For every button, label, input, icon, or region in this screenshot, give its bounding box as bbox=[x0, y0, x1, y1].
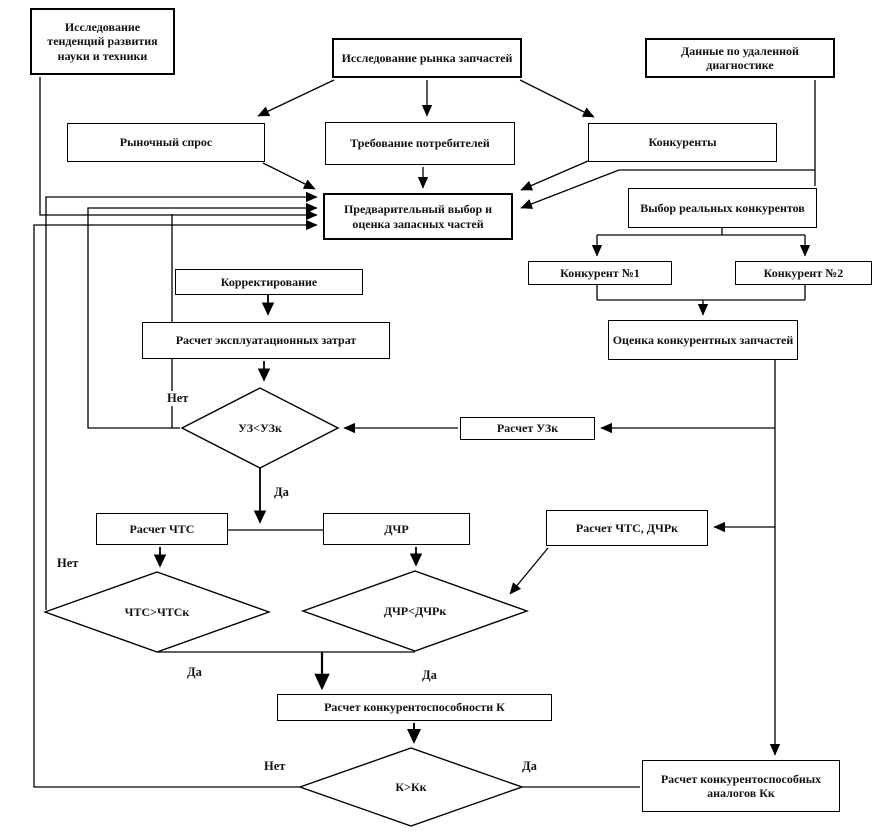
node-chts-calc: Расчет ЧТС bbox=[96, 513, 228, 545]
node-real-competitors: Выбор реальных конкурентов bbox=[628, 188, 817, 228]
decision-k-shape bbox=[297, 747, 525, 827]
node-chts-dchrk-calc: Расчет ЧТС, ДЧРк bbox=[546, 510, 708, 546]
edge-label-no-uz: Нет bbox=[165, 391, 191, 406]
node-market-research: Исследование рынка запчастей bbox=[332, 38, 522, 78]
edge-label-yes-uz: Да bbox=[272, 485, 291, 500]
edge-label-yes-dchr: Да bbox=[420, 668, 439, 683]
decision-dchr-shape bbox=[300, 570, 530, 652]
node-competitive-eval: Оценка конкурентных запчастей bbox=[608, 320, 798, 360]
node-dchr: ДЧР bbox=[323, 513, 470, 545]
decision-k-label: К>Кк bbox=[395, 779, 427, 794]
decision-uz-label: УЗ<УЗк bbox=[238, 420, 282, 435]
node-competitor-1: Конкурент №1 bbox=[528, 261, 672, 285]
node-competitor-2: Конкурент №2 bbox=[735, 261, 872, 285]
node-remote-data: Данные по удаленной диагностике bbox=[645, 38, 835, 78]
decision-uz-shape bbox=[180, 387, 340, 469]
edge-label-yes-chts: Да bbox=[185, 665, 204, 680]
node-k-calc: Расчет конкурентоспособности К bbox=[277, 694, 552, 721]
edge-label-no-chts: Нет bbox=[55, 556, 81, 571]
node-analogs-calc: Расчет конкурентоспособных аналогов Кк bbox=[642, 760, 840, 812]
decision-chts-shape bbox=[42, 571, 272, 653]
node-preliminary-selection: Предварительный выбор и оценка запасных … bbox=[323, 193, 513, 240]
decision-dchr-label: ДЧР<ДЧРк bbox=[383, 603, 447, 618]
edge-label-yes-k: Да bbox=[520, 759, 539, 774]
decision-diamonds bbox=[42, 387, 530, 827]
node-research-trends: Исследование тенденций развития науки и … bbox=[30, 8, 175, 75]
edge-label-no-k: Нет bbox=[262, 759, 288, 774]
node-market-demand: Рыночный спрос bbox=[67, 123, 265, 162]
node-competitors: Конкуренты bbox=[588, 123, 777, 162]
node-corrective: Корректирование bbox=[175, 269, 363, 295]
node-uzk-calc: Расчет УЗк bbox=[460, 417, 595, 440]
node-consumer-req: Требование потребителей bbox=[325, 122, 515, 165]
node-operating-costs: Расчет эксплуатационных затрат bbox=[142, 322, 390, 359]
decision-chts-label: ЧТС>ЧТСк bbox=[124, 604, 190, 619]
